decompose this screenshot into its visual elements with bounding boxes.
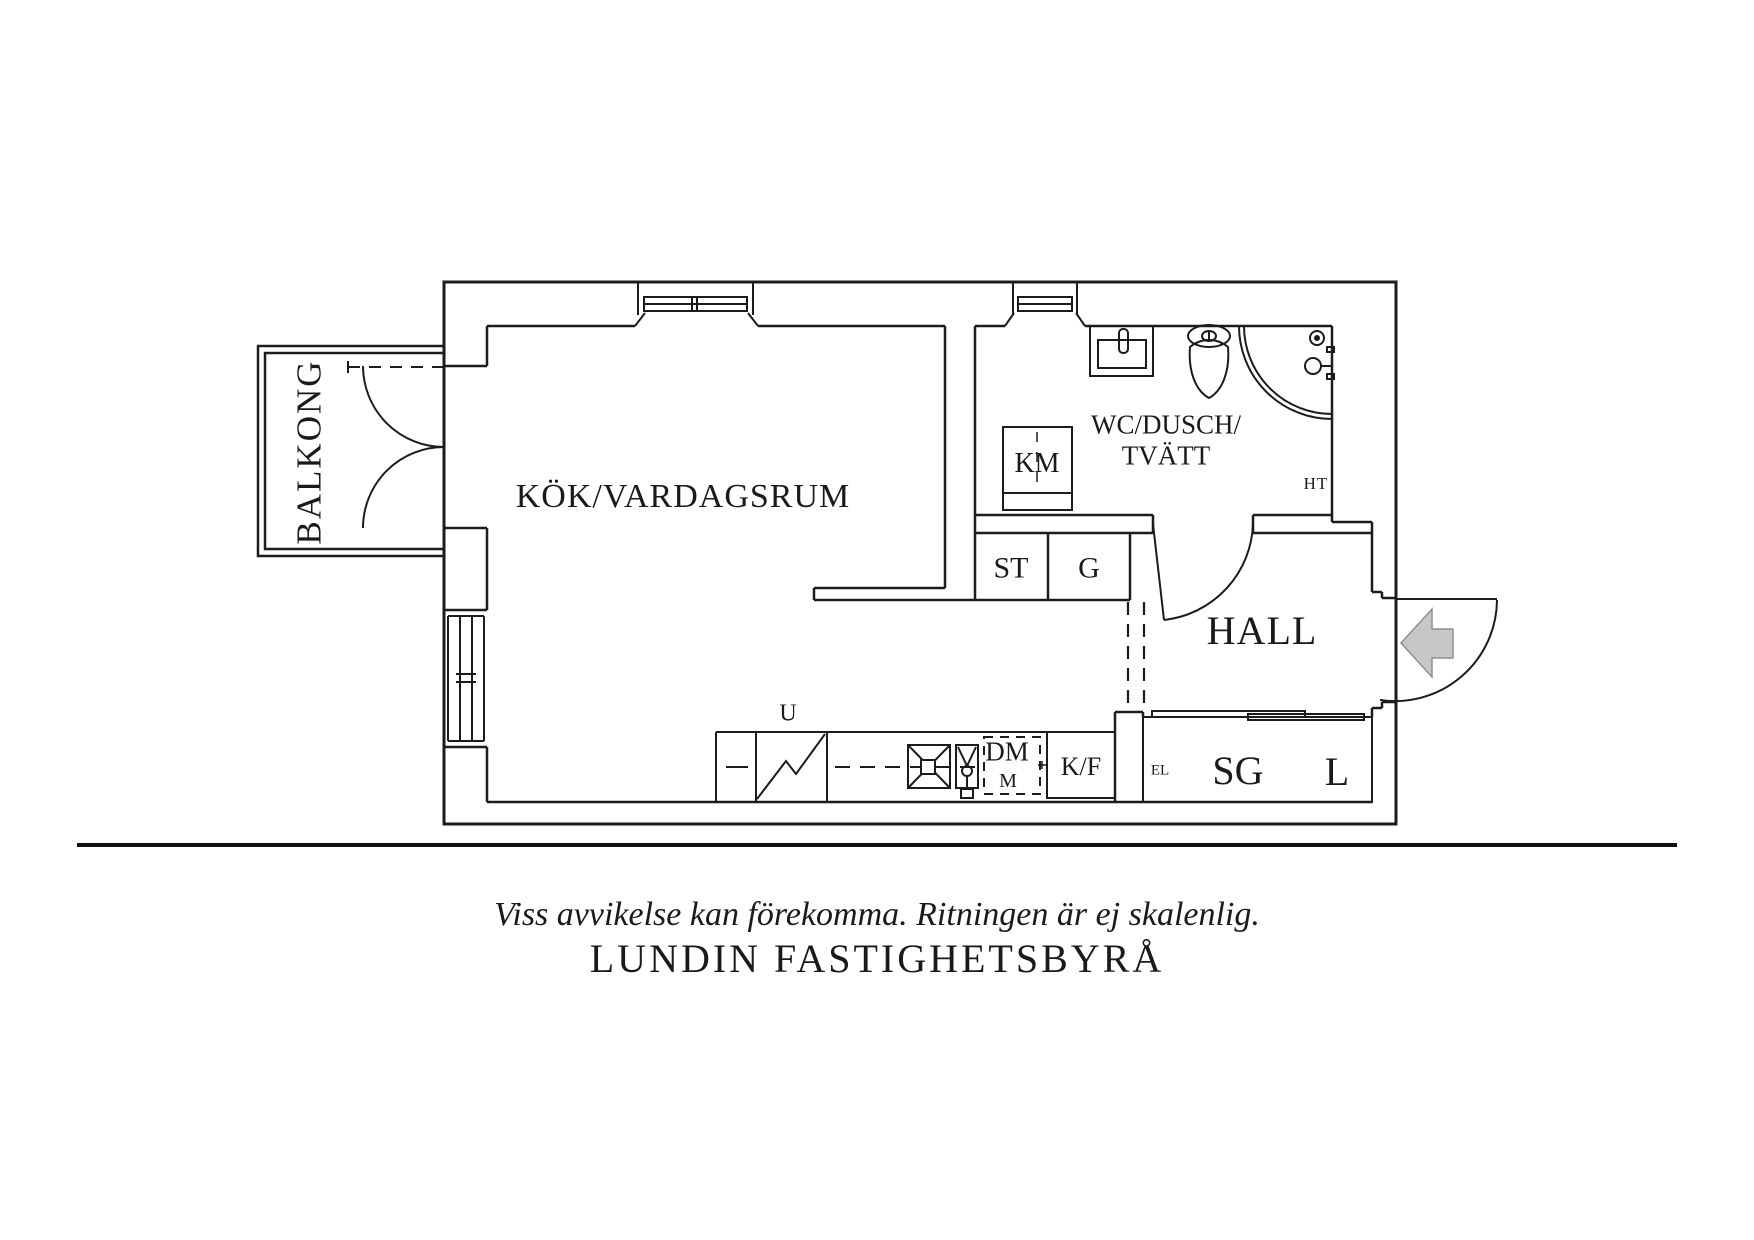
label-closet-g: G xyxy=(1078,552,1100,585)
window-large xyxy=(634,282,759,327)
balcony-outline xyxy=(256,344,444,558)
room-label-hall: HALL xyxy=(1207,608,1318,653)
entry-arrow-icon xyxy=(1399,607,1454,679)
footer-brand: LUNDIN FASTIGHETSBYRÅ xyxy=(590,936,1164,981)
sliding-wardrobe-box xyxy=(1142,710,1373,803)
opening-dashed-lines xyxy=(1126,602,1146,710)
balcony-door xyxy=(362,365,445,529)
label-electrical-cabinet: EL xyxy=(1151,762,1169,778)
label-linen-closet: L xyxy=(1325,749,1349,794)
outer-wall xyxy=(442,280,1398,826)
shower-icon xyxy=(1238,325,1335,420)
label-microwave: M xyxy=(999,770,1017,792)
room-label-balcony: BALKONG xyxy=(289,359,328,544)
label-sliding-wardrobe: SG xyxy=(1212,748,1263,793)
stove-icon xyxy=(907,744,951,789)
inner-walls xyxy=(444,324,1396,804)
room-label-kitchen-living: KÖK/VARDAGSRUM xyxy=(516,478,851,515)
label-washing-machine: KM xyxy=(1014,448,1059,479)
kitchen-counter xyxy=(715,731,1116,802)
label-closet-st: ST xyxy=(993,552,1028,585)
oven-icon xyxy=(756,733,826,800)
window-small xyxy=(1004,282,1086,327)
room-label-bathroom-line2: TVÄTT xyxy=(1122,440,1211,470)
entry-door xyxy=(1379,598,1498,703)
label-towel-dryer: HT xyxy=(1304,474,1329,493)
footer-disclaimer: Viss avvikelse kan förekomma. Ritningen … xyxy=(494,896,1260,933)
faucet-icon xyxy=(955,744,979,799)
plan-linework xyxy=(256,280,1498,826)
window-left xyxy=(447,615,485,742)
sink-icon xyxy=(1089,325,1154,377)
washing-machine-icon xyxy=(1002,426,1073,511)
label-oven: U xyxy=(779,700,796,726)
bathroom-door xyxy=(1152,523,1254,621)
label-dishwasher: DM xyxy=(985,736,1029,766)
label-fridge-freezer: K/F xyxy=(1061,752,1101,781)
room-label-bathroom-line1: WC/DUSCH/ xyxy=(1091,409,1242,439)
fridge-freezer-box xyxy=(1046,731,1116,799)
toilet-icon xyxy=(1187,324,1231,400)
balcony-overhang-dashed xyxy=(347,361,444,373)
